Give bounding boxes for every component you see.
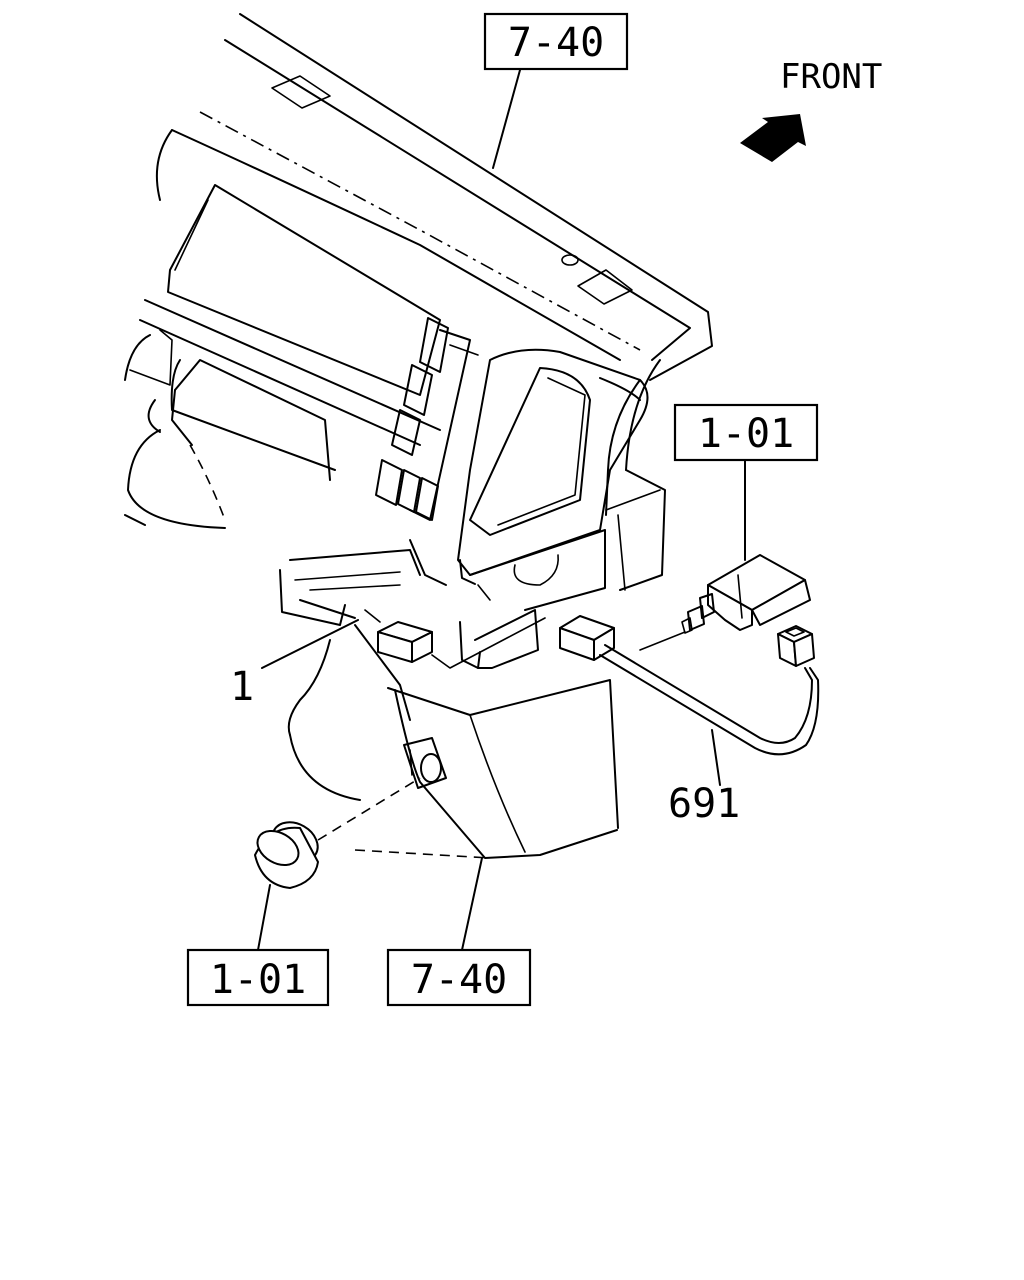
- leader-lines: [257, 69, 746, 951]
- callout-bottom-left-ref: 1-01: [186, 948, 330, 1007]
- callout-bottom-left-ref-label: 1-01: [210, 957, 306, 1003]
- callout-bottom-center-ref-label: 7-40: [411, 957, 507, 1003]
- callout-right-ref: 1-01: [673, 403, 819, 462]
- meter-hood: [409, 348, 666, 611]
- button-cap: [254, 777, 421, 889]
- lower-console: [279, 549, 619, 859]
- connector-part-1: [364, 609, 546, 669]
- arrow-icon: [740, 114, 806, 162]
- instrument-cluster: [124, 184, 479, 529]
- callout-bottom-center-ref: 7-40: [386, 948, 532, 1007]
- callout-top-ref: 7-40: [483, 12, 629, 71]
- front-orientation: FRONT: [740, 57, 882, 162]
- switch-part-691: [559, 554, 820, 756]
- callout-top-ref-label: 7-40: [508, 20, 604, 66]
- part-number-691: 691: [668, 781, 740, 827]
- part-number-1: 1: [230, 664, 254, 710]
- dashboard-top-panel: [155, 13, 713, 381]
- callout-right-ref-label: 1-01: [698, 411, 794, 457]
- front-label: FRONT: [780, 57, 882, 97]
